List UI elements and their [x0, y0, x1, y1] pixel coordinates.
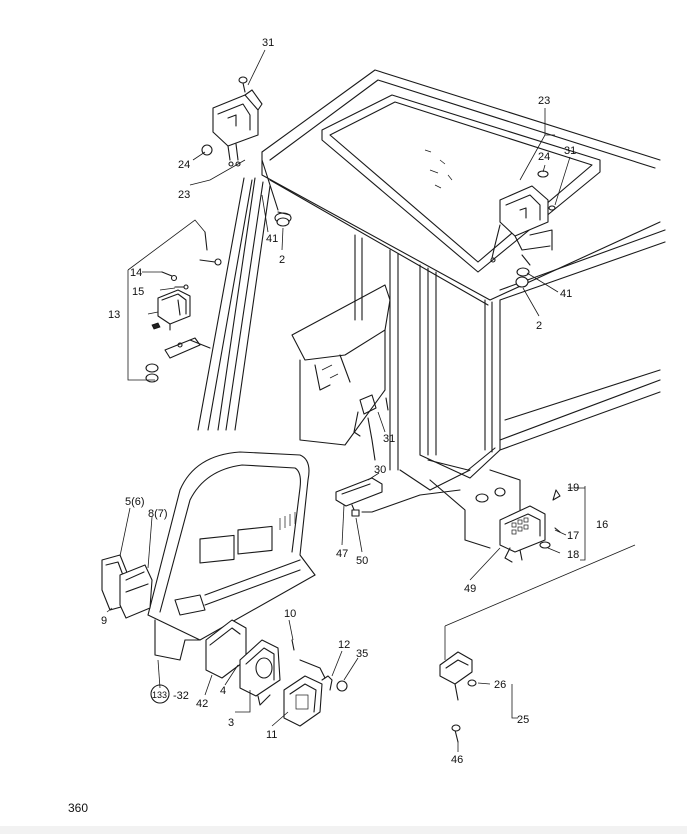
callout-26: 26: [494, 679, 506, 691]
callout-41-right: 41: [560, 288, 572, 300]
work-lamp-top-left: [201, 76, 263, 167]
callout-2-left: 2: [279, 254, 285, 266]
callout-50: 50: [356, 555, 368, 567]
decal-panels: [101, 554, 153, 619]
rear-fender: [147, 451, 316, 661]
callout-24-left: 24: [178, 159, 190, 171]
page-bottom-strip: [0, 826, 687, 834]
callout-31-top-left: 31: [262, 37, 274, 49]
callout-11: 11: [266, 729, 277, 741]
callout-42: 42: [196, 698, 208, 710]
cab-frame: [197, 177, 666, 549]
callout-4: 4: [220, 685, 226, 697]
side-lamp-13: [145, 231, 222, 383]
callout-18: 18: [567, 549, 579, 561]
callout-31-mid: 31: [383, 433, 395, 445]
callout-46: 46: [451, 754, 463, 766]
callout-14: 14: [130, 267, 142, 279]
callout-35: 35: [356, 648, 368, 660]
callout-32: -32: [173, 690, 189, 702]
cab-roof: [261, 69, 661, 306]
callout-49: 49: [464, 583, 476, 595]
callout-25: 25: [517, 714, 529, 726]
callout-3: 3: [228, 717, 234, 729]
callout-23-left: 23: [178, 189, 190, 201]
callout-23-right: 23: [538, 95, 550, 107]
callout-12: 12: [338, 639, 350, 651]
callout-24-right: 24: [538, 151, 550, 163]
callout-41-left: 41: [266, 233, 278, 245]
callouts: 31 24 23 41 2 14 15 13 23 24 31 41 2 31 …: [101, 37, 608, 766]
rear-lamp-assembly: [205, 619, 348, 727]
work-lamp-top-right: [490, 170, 556, 288]
callout-17: 17: [567, 530, 579, 542]
seat-console: [291, 284, 391, 446]
callout-15: 15: [132, 286, 144, 298]
interior-lamp: [335, 477, 461, 517]
page-number: 360: [68, 801, 88, 815]
harness-clip: [353, 394, 389, 461]
callout-133: 133: [152, 690, 167, 700]
callout-2-right: 2: [536, 320, 542, 332]
callout-47: 47: [336, 548, 348, 560]
callout-19: 19: [567, 482, 579, 494]
callout-circle-133: [150, 684, 170, 704]
bracket-lamp-25: [439, 651, 477, 743]
callout-5-6: 5(6): [125, 496, 145, 508]
clamp-left: [261, 159, 292, 227]
leader-lines: [106, 49, 636, 752]
callout-8-7: 8(7): [148, 508, 168, 520]
callout-9: 9: [101, 615, 107, 627]
callout-30: 30: [374, 464, 386, 476]
callout-16: 16: [596, 519, 608, 531]
connector-16: [499, 489, 561, 563]
callout-10: 10: [284, 608, 296, 620]
callout-31-right: 31: [564, 145, 576, 157]
callout-13: 13: [108, 309, 120, 321]
